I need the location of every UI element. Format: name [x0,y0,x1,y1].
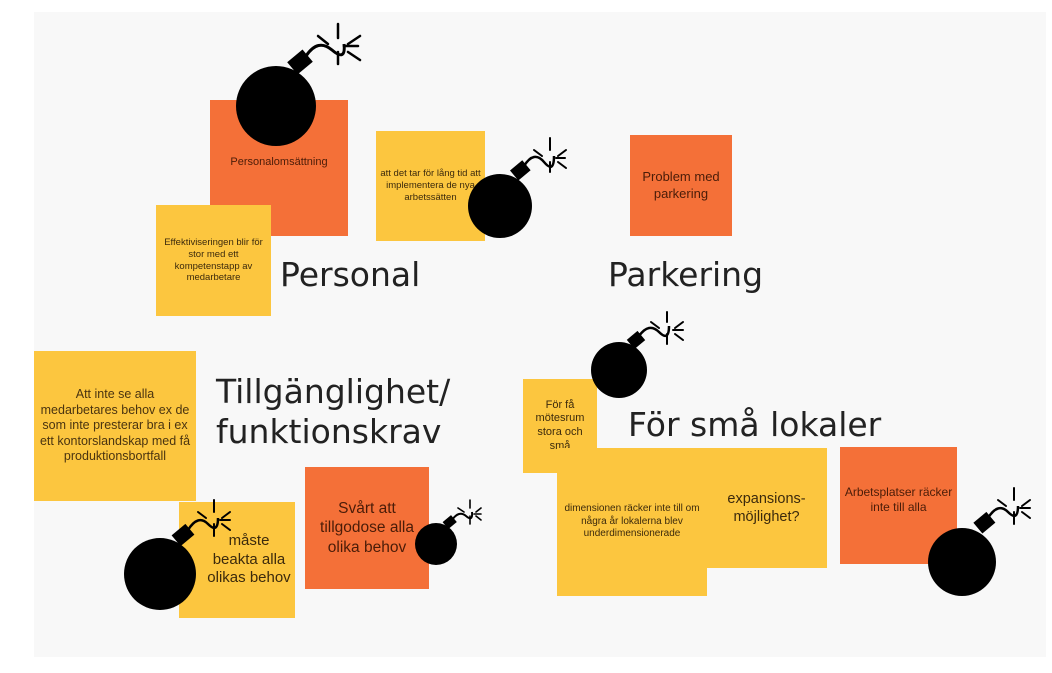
note-text: Arbetsplatser räcker inte till alla [844,484,953,514]
bomb-icon [591,311,684,398]
heading-tillganglighet: Tillgänglighet/ funktionskrav [216,372,450,451]
note-text: Personalomsättning [230,156,328,169]
sticky-note-arbetsplatser[interactable]: Arbetsplatser räcker inte till alla [840,447,957,564]
sticky-note-tillgodose[interactable]: Svårt att tillgodose alla olika behov [305,467,429,589]
sticky-note-effektiviseringen[interactable]: Effektiviseringen blir för stor med ett … [156,205,271,316]
note-text: måste beakta alla olikas behov [207,531,291,587]
heading-tillganglighet-line1: Tillgänglighet/ [216,372,451,411]
bomb-icon [236,22,362,146]
board-canvas: Personalomsättning Effektiviseringen bli… [34,12,1046,657]
note-text: Att inte se alla medarbetares behov ex d… [39,386,191,464]
note-text: Problem med parkering [642,169,720,201]
heading-personal: Personal [280,255,421,294]
sticky-note-expansion[interactable]: expansions-möjlighet? [706,448,827,568]
heading-sma-lokaler: För små lokaler [628,405,882,444]
sticky-note-dimensionen[interactable]: dimensionen räcker inte till om några år… [557,448,707,596]
bomb-icon [124,499,231,610]
bomb-icon [415,499,482,565]
sticky-note-parkering[interactable]: Problem med parkering [630,135,732,236]
bomb-icon [928,487,1031,596]
sticky-note-implementera[interactable]: att det tar för lång tid att implementer… [376,131,485,241]
note-text: Svårt att tillgodose alla olika behov [320,499,414,556]
bomb-icon [468,137,567,238]
heading-parkering: Parkering [608,255,764,294]
sticky-note-medarbetares-behov[interactable]: Att inte se alla medarbetares behov ex d… [34,351,196,501]
heading-tillganglighet-line2: funktionskrav [216,411,442,451]
note-text: expansions-möjlighet? [727,490,806,525]
note-text: För få mötesrum stora och små [535,398,585,452]
note-text: dimensionen räcker inte till om några år… [564,503,700,540]
note-text: att det tar för lång tid att implementer… [380,168,481,203]
note-text: Effektiviseringen blir för stor med ett … [164,236,263,284]
